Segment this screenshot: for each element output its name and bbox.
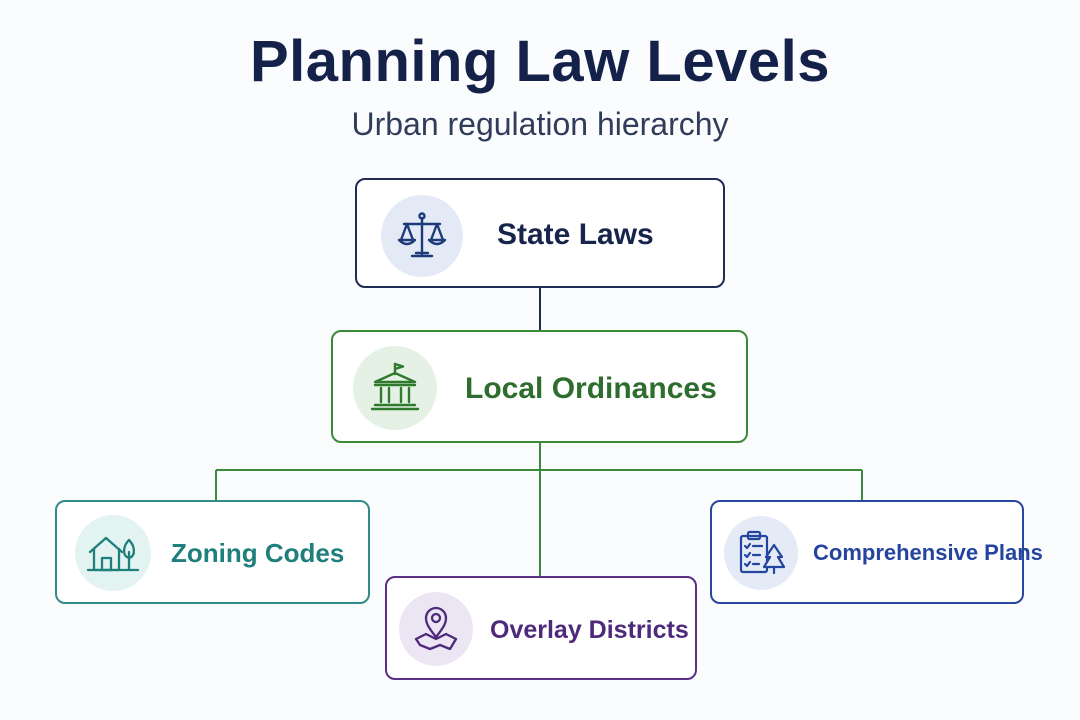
node-comprehensive-plans: Comprehensive Plans bbox=[710, 500, 1043, 604]
node-zoning-codes: Zoning Codes bbox=[55, 500, 370, 604]
node-label-local-ordinances: Local Ordinances bbox=[465, 372, 717, 405]
diagram-title: Planning Law Levels bbox=[250, 29, 830, 94]
map-pin-icon bbox=[399, 592, 473, 666]
node-label-zoning-codes: Zoning Codes bbox=[171, 538, 345, 568]
scales-of-justice-icon bbox=[381, 195, 463, 277]
node-state-laws: State Laws bbox=[355, 178, 725, 288]
courthouse-icon bbox=[353, 346, 437, 430]
node-local-ordinances: Local Ordinances bbox=[331, 330, 748, 443]
node-label-comprehensive-plans: Comprehensive Plans bbox=[813, 540, 1043, 565]
node-overlay-districts: Overlay Districts bbox=[385, 576, 697, 680]
node-label-state-laws: State Laws bbox=[497, 218, 654, 251]
diagram-subtitle: Urban regulation hierarchy bbox=[351, 106, 729, 142]
clipboard-checklist-tree-icon bbox=[724, 516, 798, 590]
node-label-overlay-districts: Overlay Districts bbox=[490, 616, 689, 644]
house-tree-icon bbox=[75, 515, 151, 591]
